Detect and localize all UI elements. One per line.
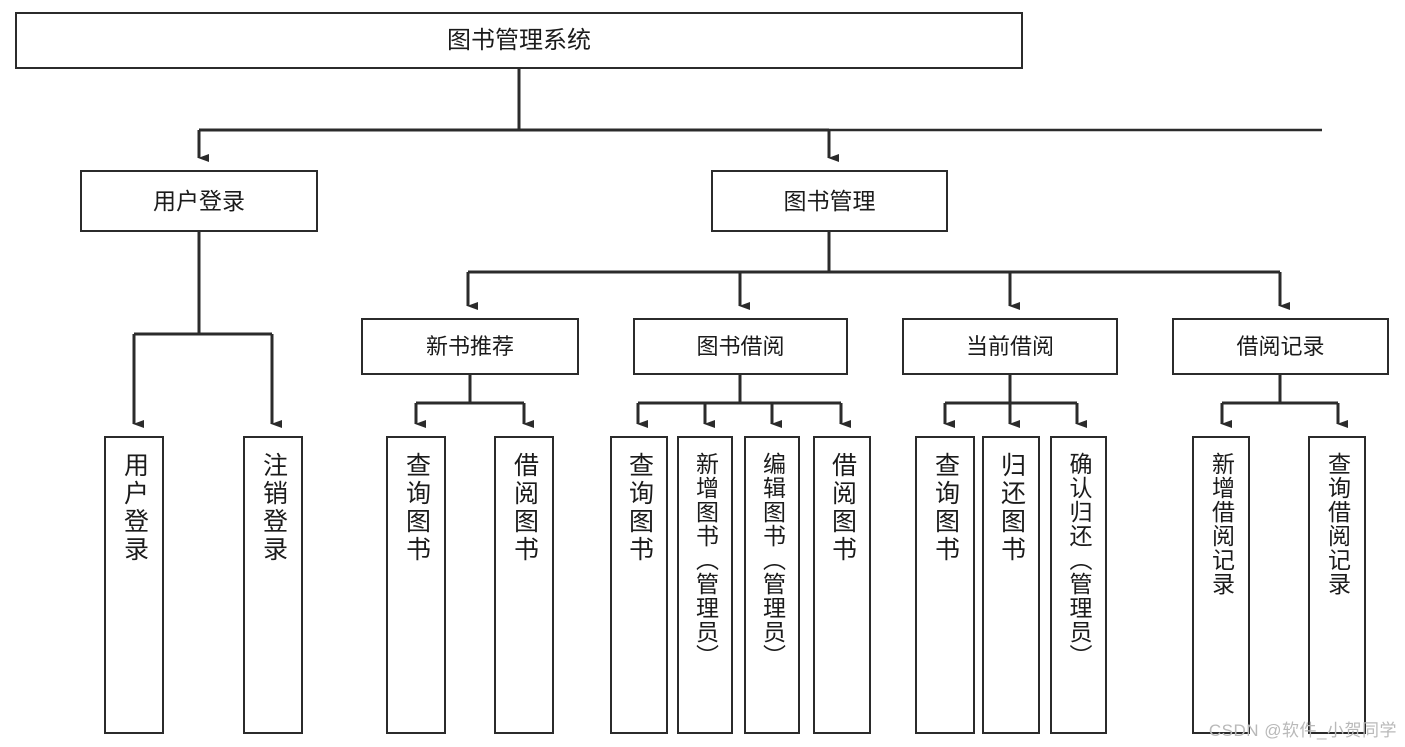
node-label: 新增借阅记录	[1208, 452, 1235, 596]
node-leaf-borrow-book-newbook[interactable]: 借阅图书	[494, 436, 554, 734]
node-label: 当前借阅	[965, 333, 1054, 359]
node-leaf-query-borrow-record[interactable]: 查询借阅记录	[1308, 436, 1366, 734]
node-leaf-add-book-admin[interactable]: 新增图书（管理员）	[677, 436, 733, 734]
node-label: 查询图书	[402, 452, 431, 564]
node-leaf-logout[interactable]: 注销登录	[243, 436, 303, 734]
node-leaf-edit-book-admin[interactable]: 编辑图书（管理员）	[744, 436, 800, 734]
node-label: 用户登录	[153, 187, 245, 214]
node-book-management[interactable]: 图书管理	[711, 170, 948, 232]
node-label: 图书管理系统	[447, 26, 591, 54]
node-leaf-borrow-book[interactable]: 借阅图书	[813, 436, 871, 734]
node-label: 注销登录	[259, 452, 288, 564]
node-label: 查询借阅记录	[1324, 452, 1351, 596]
node-leaf-query-book-borrow[interactable]: 查询图书	[610, 436, 668, 734]
node-leaf-query-book-newbook[interactable]: 查询图书	[386, 436, 446, 734]
node-book-borrow[interactable]: 图书借阅	[633, 318, 848, 375]
node-label: 借阅记录	[1236, 333, 1325, 359]
node-borrow-record[interactable]: 借阅记录	[1172, 318, 1389, 375]
node-leaf-add-borrow-record[interactable]: 新增借阅记录	[1192, 436, 1250, 734]
node-label: 借阅图书	[828, 452, 857, 564]
node-new-book-recommend[interactable]: 新书推荐	[361, 318, 579, 375]
node-current-borrow[interactable]: 当前借阅	[902, 318, 1118, 375]
node-label: 图书借阅	[696, 333, 785, 359]
node-leaf-user-login[interactable]: 用户登录	[104, 436, 164, 734]
node-label: 借阅图书	[510, 452, 539, 564]
node-label: 归还图书	[997, 452, 1026, 564]
node-label: 查询图书	[625, 452, 654, 564]
node-label: 编辑图书（管理员）	[759, 452, 786, 668]
node-label: 确认归还（管理员）	[1066, 452, 1092, 668]
node-label: 查询图书	[931, 452, 960, 564]
node-user-login[interactable]: 用户登录	[80, 170, 318, 232]
node-label: 用户登录	[120, 452, 149, 564]
node-leaf-query-book-current[interactable]: 查询图书	[915, 436, 975, 734]
node-leaf-return-book[interactable]: 归还图书	[982, 436, 1040, 734]
node-root-system[interactable]: 图书管理系统	[15, 12, 1023, 69]
node-leaf-confirm-return-admin[interactable]: 确认归还（管理员）	[1050, 436, 1107, 734]
watermark-text: CSDN @软件_小贺同学	[1208, 721, 1397, 740]
node-label: 图书管理	[783, 187, 876, 214]
node-label: 新书推荐	[425, 333, 514, 359]
node-label: 新增图书（管理员）	[692, 452, 719, 668]
